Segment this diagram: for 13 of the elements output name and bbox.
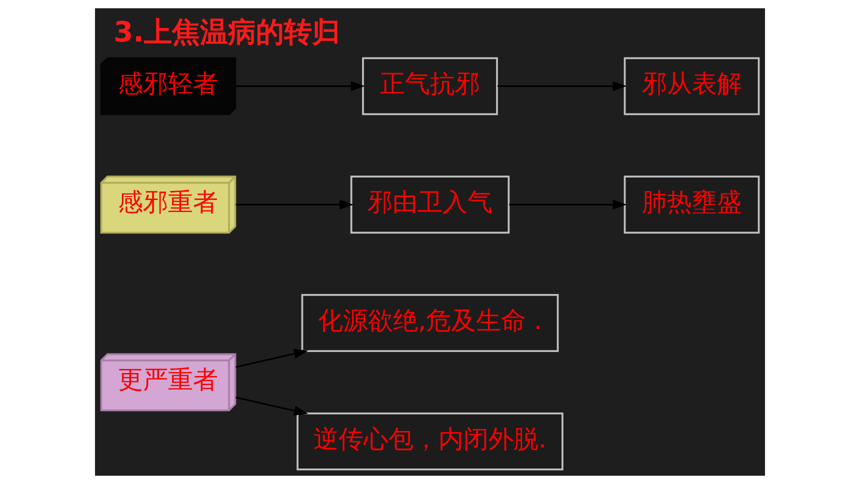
arrow: [509, 200, 627, 210]
arrow: [236, 200, 354, 210]
node-box: 正气抗邪: [362, 57, 498, 116]
arrow: [236, 81, 365, 92]
node-box: 肺热壅盛: [624, 176, 760, 234]
node-box: 逆传心包，内闭外脱.: [296, 412, 564, 470]
node-box: 化源欲绝,危及生命 .: [301, 294, 559, 352]
diagram-title: 3.上焦温病的转归: [114, 16, 340, 49]
arrow: [236, 396, 308, 416]
arrow: [236, 348, 308, 368]
node-box: 邪从表解: [624, 57, 760, 116]
node-box: 邪由卫入气: [350, 176, 510, 234]
arrow: [498, 81, 627, 92]
